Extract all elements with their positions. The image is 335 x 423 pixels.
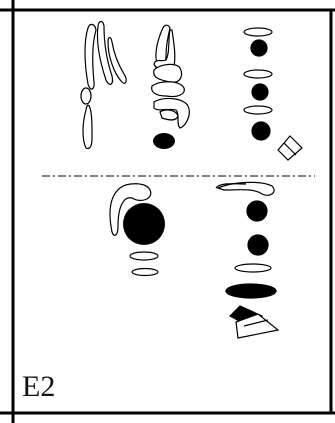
- lower-right-contours: [216, 182, 278, 338]
- upper-middle-contours: [152, 25, 190, 128]
- upper-right-contours: [244, 28, 302, 160]
- lower-left-filled-dot: [123, 203, 165, 245]
- panel-label: E2: [22, 370, 55, 403]
- upper-middle-filled-blob: [153, 133, 175, 149]
- upper-left-contours: [81, 22, 126, 149]
